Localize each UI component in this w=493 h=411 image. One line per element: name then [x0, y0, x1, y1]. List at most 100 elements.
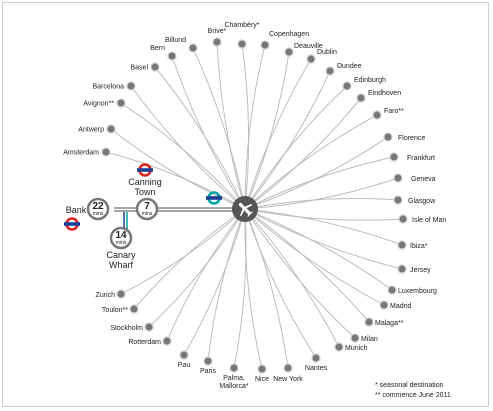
- destination-label: Palma,: [223, 375, 245, 382]
- destination-node: [389, 152, 399, 162]
- destination-label: Basel: [130, 65, 148, 72]
- destination-label: Copenhagen: [269, 31, 309, 38]
- minutes-unit: mins: [116, 240, 127, 246]
- route-line: [244, 156, 395, 210]
- london-underground-roundel-icon: [64, 217, 80, 231]
- destination-node: [311, 353, 321, 363]
- destination-nodes: AmsterdamAntwerpAvignon**BarcelonaBaselB…: [63, 22, 446, 390]
- destination-node: [356, 93, 366, 103]
- destination-node: [379, 300, 389, 310]
- destination-node: [260, 40, 270, 50]
- destination-node: [150, 62, 160, 72]
- destination-label: Bern: [150, 45, 165, 52]
- destination-node: [237, 39, 247, 49]
- route-map: AmsterdamAntwerpAvignon**BarcelonaBaselB…: [63, 22, 451, 399]
- dlr-roundel-icon: [206, 191, 222, 205]
- destination-node: [144, 322, 154, 332]
- destination-label: Toulon**: [102, 307, 128, 314]
- destination-label: Rotterdam: [128, 339, 161, 346]
- destination-label: Dublin: [317, 49, 337, 56]
- london-underground-roundel-icon: [137, 163, 153, 177]
- destination-node: [397, 264, 407, 274]
- station-canary-wharf: 14 mins Canary Wharf: [106, 226, 136, 270]
- destination-node: [393, 195, 403, 205]
- destination-label: Mallorca*: [219, 383, 248, 390]
- route-line: [105, 151, 246, 210]
- destination-label: Florence: [398, 135, 425, 142]
- destination-label: Jersey: [410, 267, 431, 274]
- station-name: Bank: [66, 205, 87, 215]
- footnote-seasonal: * seasonal destination: [375, 382, 444, 389]
- destination-node: [364, 317, 374, 327]
- destination-node: [101, 147, 111, 157]
- destination-label: Stockholm: [110, 325, 143, 332]
- minutes-value: 14: [115, 230, 127, 241]
- footnote-june-2011: ** commence June 2011: [375, 392, 451, 399]
- route-line: [244, 97, 362, 210]
- destination-label: Deauville: [294, 43, 323, 50]
- destination-label: Malaga**: [375, 320, 404, 327]
- route-line: [166, 208, 246, 342]
- route-line: [244, 208, 289, 369]
- route-line: [244, 58, 312, 210]
- route-line: [244, 208, 385, 306]
- destination-label: Luxembourg: [398, 288, 437, 295]
- route-line: [130, 85, 246, 210]
- destination-node: [116, 98, 126, 108]
- destination-label: Zurich: [96, 292, 116, 299]
- route-line: [183, 208, 246, 356]
- destination-node: [393, 173, 403, 183]
- destination-node: [283, 363, 293, 373]
- destination-node: [350, 333, 360, 343]
- destination-label: Edinburgh: [354, 77, 386, 84]
- destination-label: Billund: [165, 37, 186, 44]
- destination-node: [126, 81, 136, 91]
- route-line: [120, 208, 246, 295]
- destination-node: [325, 66, 335, 76]
- route-line: [244, 208, 403, 246]
- destination-node: [212, 37, 222, 47]
- route-line: [244, 208, 393, 291]
- minutes-unit: mins: [93, 211, 104, 217]
- destination-node: [383, 132, 393, 142]
- destination-label: Faro**: [384, 108, 404, 115]
- destination-node: [372, 110, 382, 120]
- destination-label: Paris: [200, 368, 216, 375]
- route-line: [244, 208, 356, 339]
- destination-label: Glasgow: [408, 198, 436, 205]
- destination-node: [229, 363, 239, 373]
- route-line: [148, 208, 246, 328]
- destination-node: [106, 124, 116, 134]
- minutes-value: 7: [144, 201, 150, 212]
- station-name-line-2: Wharf: [109, 260, 134, 270]
- destination-node: [306, 54, 316, 64]
- destination-node: [179, 350, 189, 360]
- route-line: [244, 208, 403, 270]
- destination-node: [257, 364, 267, 374]
- route-line: [244, 208, 263, 370]
- station-name-line-2: Town: [134, 187, 155, 197]
- route-line: [110, 128, 246, 210]
- destination-label: Pau: [178, 362, 191, 369]
- route-line: [244, 114, 378, 210]
- destination-label: Brive*: [208, 28, 227, 35]
- route-line: [244, 44, 266, 210]
- route-line: [244, 198, 399, 210]
- route-line: [171, 55, 246, 210]
- destination-label: Ibiza*: [410, 243, 428, 250]
- destination-label: Madrid: [390, 303, 412, 310]
- destination-label: Avignon**: [83, 101, 114, 108]
- station-name-line-1: Canary: [106, 250, 136, 260]
- destination-label: Geneva: [411, 176, 436, 183]
- route-line: [207, 208, 246, 362]
- minutes-value: 22: [92, 201, 104, 212]
- route-line: [244, 51, 290, 210]
- route-line: [244, 208, 404, 221]
- station-canning-town: Canning Town 7 mins: [128, 177, 162, 221]
- destination-label: Eindhoven: [368, 90, 401, 97]
- destination-label: Nice: [255, 376, 269, 383]
- station-bank: Bank 22 mins: [66, 197, 110, 221]
- destination-label: Antwerp: [78, 127, 104, 134]
- destination-label: Dundee: [337, 63, 362, 70]
- route-line: [233, 208, 247, 369]
